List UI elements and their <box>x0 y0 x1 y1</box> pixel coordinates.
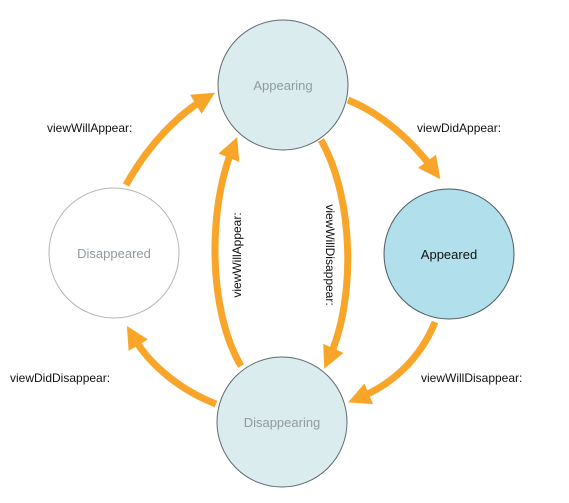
label-appeared-to-disappearing: viewWillDisappear: <box>421 371 522 385</box>
state-disappearing-circle <box>216 356 348 488</box>
arrow-disappeared-to-appearing <box>122 92 216 187</box>
label-appearing-to-disappearing: viewWillDisappear: <box>323 204 337 305</box>
arrow-disappearing-to-disappeared <box>126 325 218 408</box>
state-appeared: Appeared <box>383 188 515 320</box>
label-disappearing-to-disappeared: viewDidDisappear: <box>10 371 110 385</box>
state-appearing-label: Appearing <box>253 78 312 93</box>
state-disappearing: Disappearing <box>216 356 348 488</box>
label-disappearing-to-appearing: viewWillAppear: <box>230 212 244 297</box>
arrow-appeared-to-disappearing <box>348 320 439 405</box>
state-appeared-circle <box>383 188 515 320</box>
arrow-appearing-to-appeared <box>346 96 441 180</box>
arrow-disappearing-to-appearing <box>211 136 245 368</box>
state-appearing-circle <box>217 19 349 151</box>
state-appearing: Appearing <box>217 19 349 151</box>
state-disappeared: Disappeared <box>48 187 180 319</box>
state-disappearing-label: Disappearing <box>244 415 321 430</box>
arrow-appearing-to-disappearing <box>317 138 352 369</box>
state-disappeared-label: Disappeared <box>77 246 151 261</box>
label-appearing-to-appeared: viewDidAppear: <box>417 121 501 135</box>
state-disappeared-circle <box>48 187 180 319</box>
state-appeared-label: Appeared <box>421 247 477 262</box>
label-disappeared-to-appearing: viewWillAppear: <box>47 121 132 135</box>
